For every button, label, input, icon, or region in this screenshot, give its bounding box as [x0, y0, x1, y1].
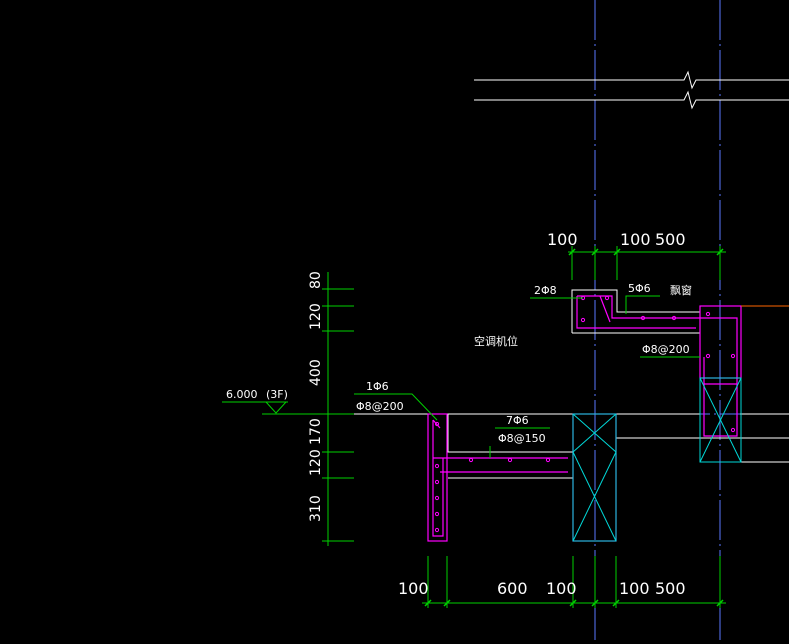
central-column — [572, 413, 617, 542]
label-7phi6: 7Φ6 — [506, 414, 529, 427]
dim-bottom-600: 600 — [497, 579, 528, 598]
dim-slash — [568, 248, 576, 256]
dim-slash — [716, 599, 724, 607]
dim-bottom-500: 500 — [655, 579, 686, 598]
label-2phi8: 2Φ8 — [534, 284, 557, 297]
rebar-dot — [434, 511, 440, 517]
leader-5phi6 — [625, 295, 660, 314]
dim-v-310: 310 — [308, 495, 324, 522]
rebar-dot — [468, 457, 474, 463]
dim-slash — [569, 599, 577, 607]
dim-top-100-left: 100 — [547, 230, 578, 249]
label-bay-window: 飘窗 — [670, 283, 692, 297]
rebar-dot — [580, 317, 586, 323]
break-line-bottom — [474, 90, 789, 110]
break-line-top — [474, 70, 789, 90]
rebar-dot — [604, 295, 610, 301]
rebar-dot — [507, 457, 513, 463]
rebar-dot — [545, 457, 551, 463]
dim-bottom-100-a: 100 — [398, 579, 429, 598]
dimension-ticks — [424, 248, 724, 607]
dim-slash — [443, 599, 451, 607]
sill-rebar-hook — [599, 295, 611, 323]
label-1phi6: 1Φ6 — [366, 380, 389, 393]
right-column-cross — [699, 377, 742, 463]
dim-v-170: 170 — [308, 418, 324, 445]
dimension-texts: 100 100 500 100 600 100 100 500 80 120 4… — [308, 230, 686, 598]
label-phi8-200-upper: Φ8@200 — [642, 343, 690, 356]
column-crosses — [572, 377, 742, 542]
dim-top-100: 100 — [620, 230, 651, 249]
leader-left — [354, 393, 438, 421]
label-ac-position: 空调机位 — [474, 334, 518, 348]
left-upstand-stirrup — [432, 420, 444, 537]
central-column-cross — [572, 413, 617, 453]
ac-slab-outline — [447, 414, 573, 453]
dim-v-120a: 120 — [308, 303, 324, 330]
dimension-lines — [222, 246, 726, 608]
dim-slash — [716, 248, 724, 256]
rebar-dot — [434, 527, 440, 533]
sill-rebar — [577, 295, 738, 437]
dim-bottom-100-b: 100 — [546, 579, 577, 598]
dim-v-400: 400 — [308, 359, 324, 386]
label-floor: (3F) — [266, 388, 288, 401]
left-hook — [432, 419, 441, 429]
central-column-cross — [572, 451, 617, 542]
right-column — [699, 377, 742, 463]
level-triangle — [265, 401, 287, 414]
rebar-dot — [434, 479, 440, 485]
rebar-dot — [730, 427, 736, 433]
rebar-dot — [640, 315, 646, 321]
rebar-dot — [671, 315, 677, 321]
dim-bottom-100-c: 100 — [619, 579, 650, 598]
rebar-dot — [730, 353, 736, 359]
left-upstand — [427, 413, 448, 542]
dim-slash — [612, 599, 620, 607]
sill-rebar-bottom — [576, 296, 696, 329]
dim-slash — [591, 248, 599, 256]
rebar-dot — [434, 421, 440, 427]
label-5phi6: 5Φ6 — [628, 282, 651, 295]
label-level: 6.000 — [226, 388, 258, 401]
annotations: 2Φ8 5Φ6 飘窗 Φ8@200 空调机位 6.000 (3F) 1Φ6 Φ8… — [226, 282, 692, 445]
dim-v-120b: 120 — [308, 449, 324, 476]
dim-top-500: 500 — [655, 230, 686, 249]
rebar-dot — [434, 463, 440, 469]
dim-v-80: 80 — [308, 271, 324, 289]
label-phi8-150: Φ8@150 — [498, 432, 546, 445]
dim-slash — [591, 599, 599, 607]
rebar-dot — [705, 311, 711, 317]
rebar-dots — [434, 295, 736, 533]
rebar-dot — [705, 353, 711, 359]
dim-slash — [613, 248, 621, 256]
window-sill-outline — [571, 289, 789, 439]
label-phi8-200-left: Φ8@200 — [356, 400, 404, 413]
dim-slash — [424, 599, 432, 607]
rebar-dot — [434, 495, 440, 501]
break-lines — [474, 70, 789, 110]
